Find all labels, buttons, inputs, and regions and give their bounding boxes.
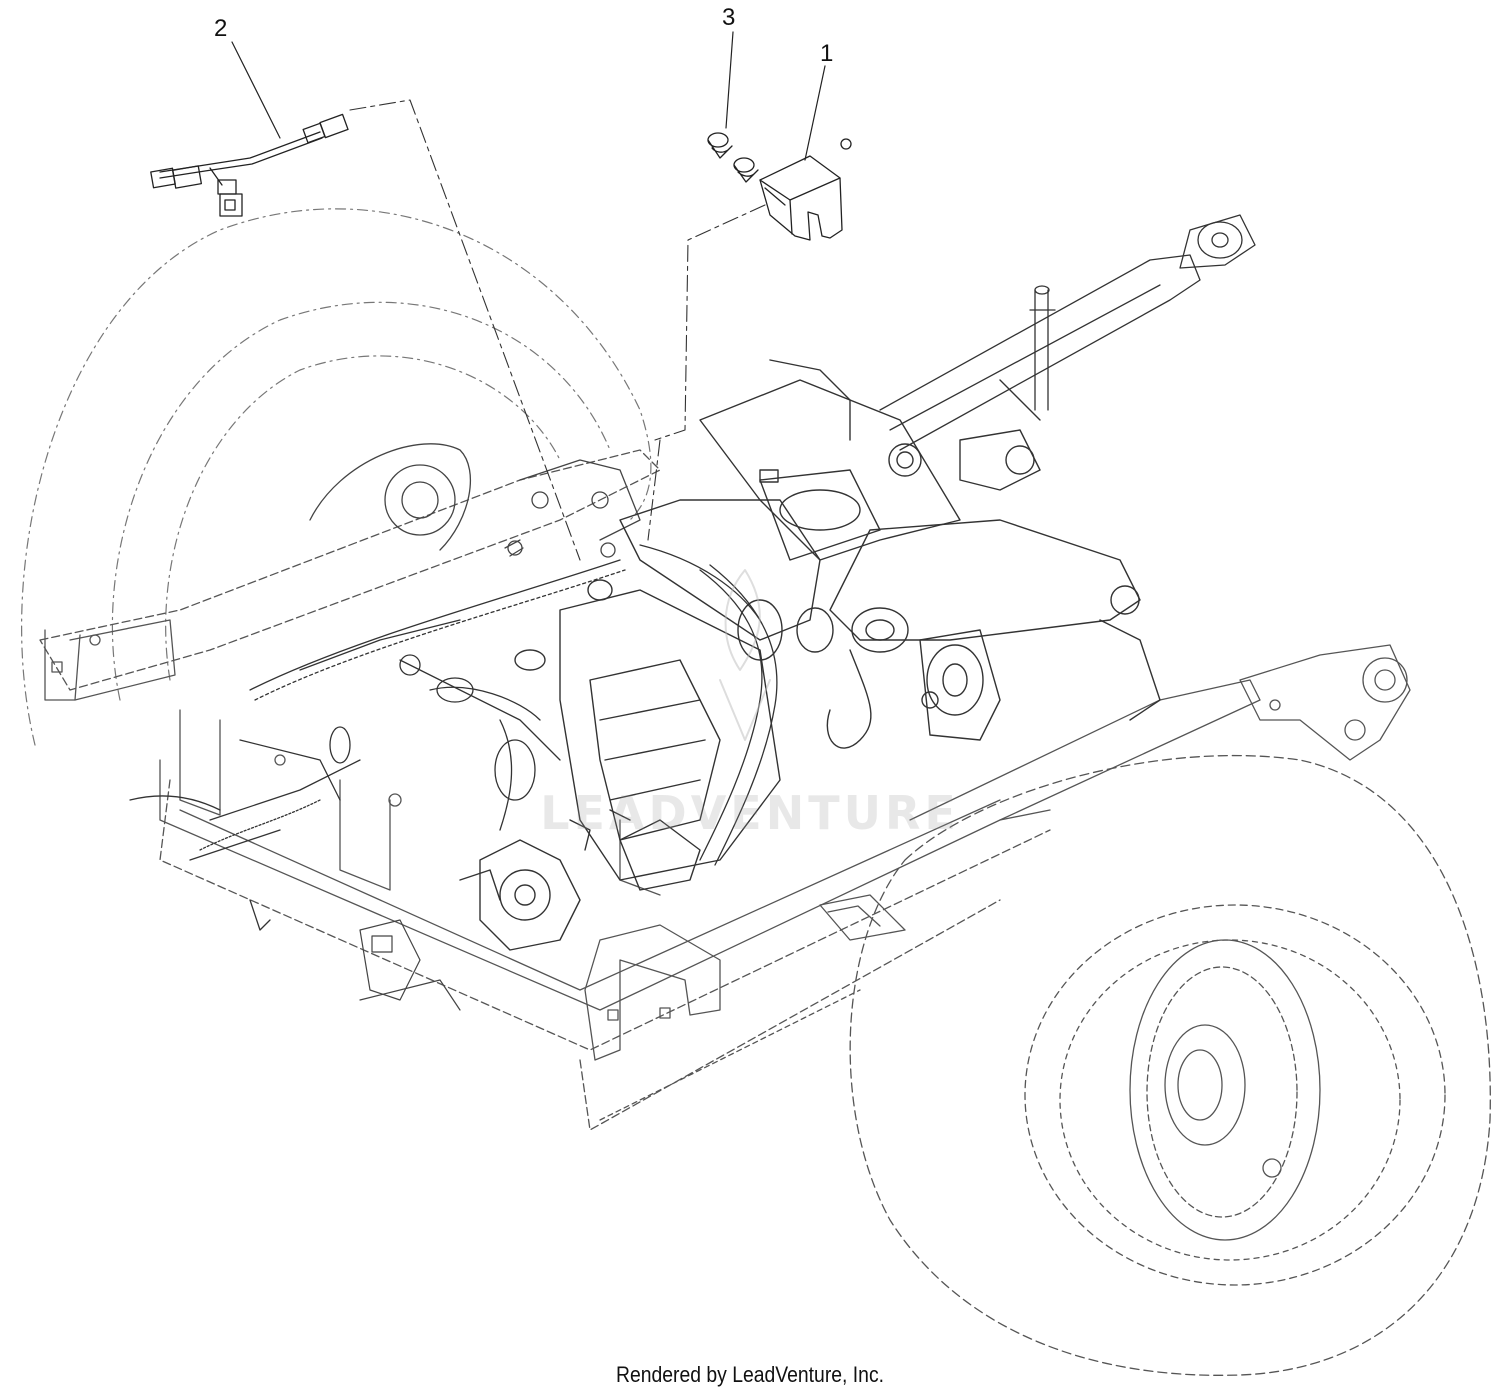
cover-part-1	[759, 138, 852, 241]
tie-rod	[879, 214, 1256, 451]
assembly-lines	[349, 99, 766, 561]
right-tire	[819, 754, 1491, 1376]
callout-1[interactable]: 1	[820, 40, 834, 67]
callout-3[interactable]: 3	[722, 4, 736, 31]
left-brake-assembly	[309, 443, 641, 558]
lower-left-components	[359, 919, 461, 1011]
leader-lines	[231, 31, 826, 161]
callout-2[interactable]: 2	[214, 15, 228, 42]
main-frame	[39, 449, 1411, 1131]
hydraulic-hoses	[129, 544, 778, 931]
wire-harness-part-2	[150, 113, 349, 217]
footer-credit: Rendered by LeadVenture, Inc.	[615, 1362, 885, 1387]
transaxle	[459, 359, 1161, 951]
caps-part-3	[707, 132, 759, 183]
left-tire-phantom	[21, 208, 652, 746]
watermark: LEADVENTURE	[540, 786, 960, 840]
watermark-logo	[719, 569, 771, 741]
